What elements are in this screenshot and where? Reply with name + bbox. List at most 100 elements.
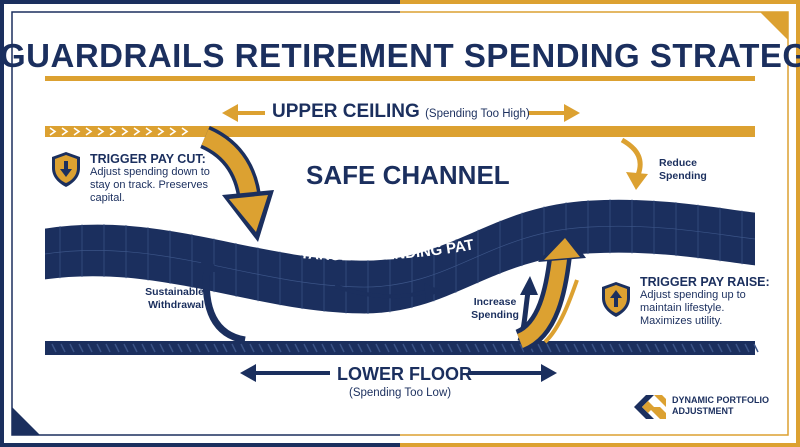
floor-tick xyxy=(411,343,417,353)
floor-tick xyxy=(357,343,363,353)
floor-tick xyxy=(735,343,741,353)
lower-floor-bar xyxy=(45,341,759,355)
sustainable-withdrawal-arrow xyxy=(196,252,246,344)
floor-tick xyxy=(159,343,165,353)
floor-tick xyxy=(429,343,435,353)
floor-tick xyxy=(420,343,426,353)
floor-tick xyxy=(78,343,84,353)
floor-tick xyxy=(609,343,615,353)
floor-tick xyxy=(366,343,372,353)
chevron-mark xyxy=(145,127,153,136)
chevron-mark xyxy=(169,127,177,136)
floor-tick xyxy=(123,343,129,353)
floor-tick xyxy=(195,343,201,353)
floor-tick xyxy=(456,343,462,353)
floor-tick xyxy=(258,343,264,353)
upper-ceiling-label: UPPER CEILING (Spending Too High) xyxy=(272,101,530,123)
floor-tick xyxy=(663,343,669,353)
floor-tick xyxy=(447,343,453,353)
floor-tick xyxy=(501,343,507,353)
lower-double-arrow xyxy=(240,364,557,382)
chevron-mark xyxy=(85,127,93,136)
floor-tick xyxy=(69,343,75,353)
floor-tick xyxy=(699,343,705,353)
floor-tick xyxy=(474,343,480,353)
floor-tick xyxy=(510,343,516,353)
title-underline xyxy=(45,76,755,81)
floor-tick xyxy=(537,343,543,353)
floor-tick xyxy=(672,343,678,353)
floor-tick xyxy=(384,343,390,353)
floor-tick xyxy=(564,343,570,353)
floor-tick xyxy=(60,343,66,353)
floor-tick xyxy=(438,343,444,353)
floor-tick xyxy=(618,343,624,353)
chevron-mark xyxy=(133,127,141,136)
floor-tick xyxy=(492,343,498,353)
trigger-pay-cut-heading: TRIGGER PAY CUT: xyxy=(90,152,206,166)
safe-channel-label: SAFE CHANNEL xyxy=(306,160,510,190)
floor-tick xyxy=(231,343,237,353)
floor-tick xyxy=(204,343,210,353)
shield-down-arrow-icon xyxy=(52,152,80,187)
floor-tick xyxy=(177,343,183,353)
floor-tick xyxy=(168,343,174,353)
shield-up-arrow-icon xyxy=(602,282,630,317)
floor-tick xyxy=(555,343,561,353)
drift-arrow xyxy=(334,283,440,300)
upper-ceiling-title: UPPER CEILING xyxy=(272,101,420,122)
floor-tick xyxy=(141,343,147,353)
floor-tick xyxy=(573,343,579,353)
floor-tick xyxy=(465,343,471,353)
page-title: GUARDRAILS RETIREMENT SPENDING STRATEGY xyxy=(0,37,800,74)
floor-tick xyxy=(654,343,660,353)
floor-tick xyxy=(636,343,642,353)
floor-tick xyxy=(51,343,57,353)
floor-tick xyxy=(303,343,309,353)
chevron-mark xyxy=(181,127,189,136)
trigger-pay-raise-heading: TRIGGER PAY RAISE: xyxy=(640,275,770,289)
floor-tick xyxy=(267,343,273,353)
floor-tick xyxy=(114,343,120,353)
floor-tick xyxy=(726,343,732,353)
floor-tick xyxy=(582,343,588,353)
chevron-mark xyxy=(49,127,57,136)
floor-tick xyxy=(393,343,399,353)
floor-tick xyxy=(87,343,93,353)
upper-ceiling-subtitle: (Spending Too High) xyxy=(425,108,530,120)
floor-tick xyxy=(321,343,327,353)
floor-tick xyxy=(483,343,489,353)
floor-tick xyxy=(402,343,408,353)
chevron-mark xyxy=(121,127,129,136)
floor-tick xyxy=(240,343,246,353)
floor-tick xyxy=(276,343,282,353)
band-center-line xyxy=(45,225,755,288)
floor-tick xyxy=(105,343,111,353)
logo-text: DYNAMIC PORTFOLIO ADJUSTMENT xyxy=(672,395,769,416)
floor-tick xyxy=(348,343,354,353)
chevron-mark xyxy=(97,127,105,136)
floor-tick xyxy=(681,343,687,353)
upper-ceiling-bar xyxy=(45,126,755,137)
floor-tick xyxy=(546,343,552,353)
floor-tick xyxy=(222,343,228,353)
trigger-pay-cut-body: Adjust spending down to stay on track. P… xyxy=(90,166,210,204)
upper-double-arrow xyxy=(222,104,580,122)
pay-cut-arrow xyxy=(199,125,274,242)
floor-tick xyxy=(285,343,291,353)
increase-spending-label: Increase Spending xyxy=(471,296,519,321)
floor-tick xyxy=(753,343,759,353)
reduce-spending-label: Reduce Spending xyxy=(659,157,707,182)
chevron-mark xyxy=(157,127,165,136)
floor-tick xyxy=(690,343,696,353)
lower-floor-subtitle: (Spending Too Low) xyxy=(349,387,452,399)
dynamic-portfolio-logo-icon xyxy=(634,395,666,419)
floor-tick xyxy=(519,343,525,353)
floor-tick xyxy=(96,343,102,353)
chevron-mark xyxy=(73,127,81,136)
floor-tick xyxy=(186,343,192,353)
floor-tick xyxy=(339,343,345,353)
